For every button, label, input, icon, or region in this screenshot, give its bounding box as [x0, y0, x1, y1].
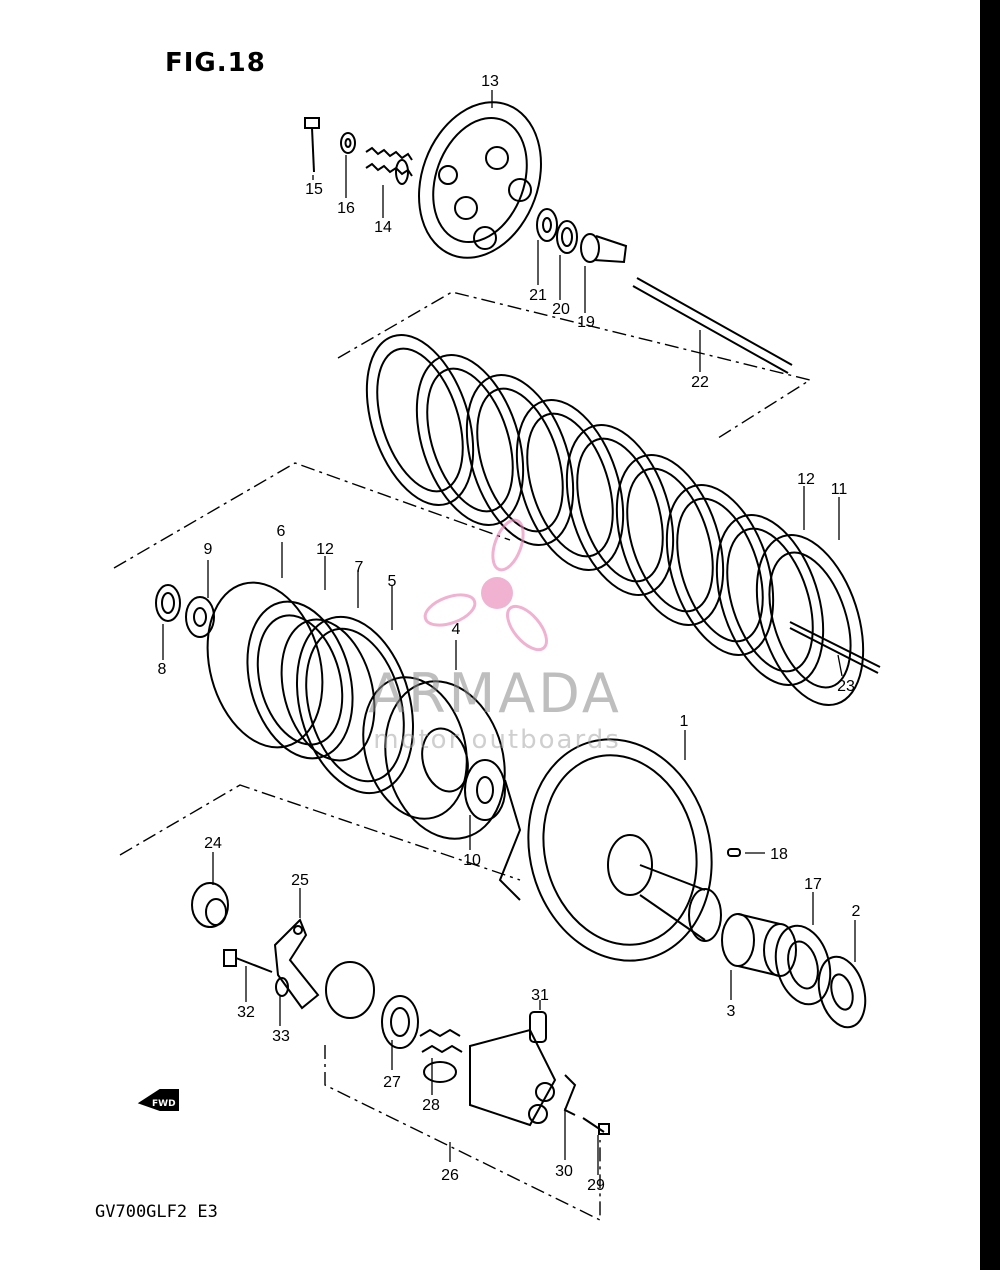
cushion-plate-12	[246, 600, 354, 760]
washer-16	[340, 132, 356, 154]
watermark: ARMADA motor outboards	[368, 518, 622, 755]
callout-label: 14	[374, 219, 392, 236]
propeller-logo	[423, 518, 548, 652]
callout-labels: 1 2 3 4 5 6 7 8 9 10 11 12 12 13 14 15 1…	[158, 73, 861, 1194]
bracket-25	[273, 918, 320, 1010]
clip-30	[563, 1074, 577, 1116]
callout-label: 18	[770, 846, 788, 863]
callout-label: 25	[291, 872, 309, 889]
boot-28	[419, 1028, 463, 1083]
callout-label: 23	[837, 678, 855, 695]
callout-label: 16	[337, 200, 355, 217]
watermark-brand: ARMADA	[368, 662, 622, 725]
shaft-23	[789, 621, 881, 674]
washer-21	[536, 208, 558, 242]
callout-label: 10	[463, 852, 481, 869]
callout-label: 2	[852, 903, 861, 920]
clutch-plate-stack	[365, 334, 865, 706]
callout-label: 7	[355, 559, 364, 576]
bolt-15	[304, 117, 320, 173]
callout-label: 12	[797, 471, 815, 488]
callout-label: 26	[441, 1167, 459, 1184]
callout-label: 11	[831, 481, 848, 498]
group-frames	[113, 291, 812, 1222]
callout-label: 31	[531, 987, 549, 1004]
watermark-tagline: motor outboards	[373, 725, 621, 755]
page-edge-bar	[980, 0, 1000, 1270]
bolt-32	[223, 949, 273, 973]
push-rod-22	[632, 277, 793, 374]
callout-label: 29	[587, 1177, 605, 1194]
callout-label: 13	[481, 73, 499, 90]
callout-label: 27	[383, 1074, 401, 1091]
callout-label: 24	[204, 835, 222, 852]
nut-8	[155, 584, 181, 622]
callout-label: 19	[577, 314, 595, 331]
callout-label: 33	[272, 1028, 290, 1045]
callout-label: 1	[680, 713, 689, 730]
oil-seal-27	[325, 961, 419, 1049]
callout-label: 32	[237, 1004, 255, 1021]
washer-9	[185, 596, 215, 638]
washer-17	[774, 924, 832, 1006]
cap-24	[191, 882, 229, 928]
fwd-arrow	[137, 1089, 179, 1111]
callout-label: 12	[316, 541, 334, 558]
callout-label: 22	[691, 374, 709, 391]
spring-14	[365, 146, 413, 185]
bearing-20	[556, 220, 578, 254]
needle-bearing-3	[721, 913, 797, 977]
seat-7	[280, 618, 376, 762]
callout-label: 9	[204, 541, 213, 558]
washer-33	[275, 977, 289, 997]
oil-plug-18	[727, 848, 741, 857]
bleeder-29	[582, 1117, 610, 1135]
callout-label: 15	[305, 181, 323, 198]
clutch-housing-1	[498, 738, 722, 962]
figure-title: FIG.18	[165, 48, 266, 78]
pressure-plate	[418, 101, 542, 259]
callout-label: 4	[452, 621, 461, 638]
piston-31	[529, 1011, 547, 1043]
callout-label: 21	[529, 287, 547, 304]
sleeve-hub-4	[362, 676, 506, 840]
callout-label: 5	[388, 573, 397, 590]
callout-label: 8	[158, 661, 167, 678]
callout-label: 17	[804, 876, 822, 893]
release-piece-19	[580, 233, 628, 264]
model-code: GV700GLF2 E3	[95, 1202, 218, 1222]
callout-label: 28	[422, 1097, 440, 1114]
circlip-6	[206, 581, 324, 749]
thrust-washer-2	[817, 955, 867, 1029]
fwd-label: FWD	[152, 1099, 176, 1109]
callout-label: 30	[555, 1163, 573, 1180]
callout-label: 20	[552, 301, 570, 318]
callout-label: 6	[277, 523, 286, 540]
release-cylinder	[469, 1028, 557, 1127]
callout-label: 3	[727, 1003, 736, 1020]
leader-lines	[162, 90, 856, 1175]
washer-10	[464, 759, 506, 821]
